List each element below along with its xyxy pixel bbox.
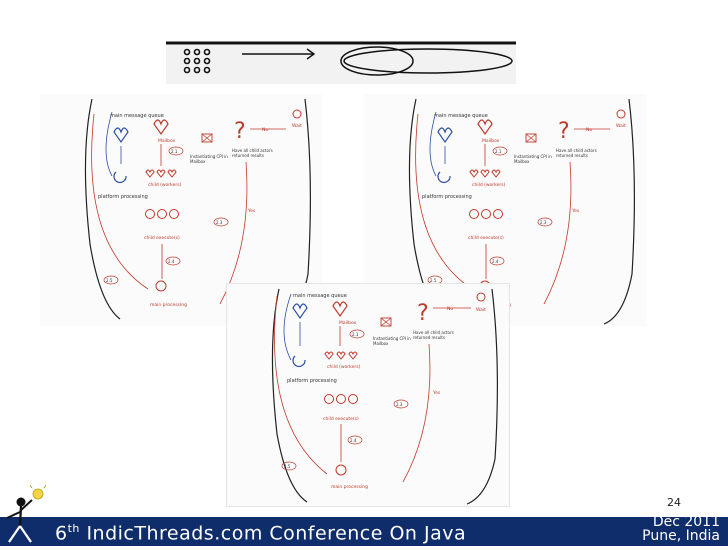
ordinal-suffix: th: [67, 522, 80, 535]
step-23-label: 2.3: [216, 220, 223, 225]
mailbox-icon: [380, 317, 392, 327]
no-label: No: [447, 306, 453, 312]
flow-diagram-center: main message queue platform processing M…: [227, 284, 509, 506]
child-workers-label: child (workers): [327, 364, 361, 370]
platform-label: platform processing: [287, 378, 337, 384]
step-24-label: 2.4: [350, 438, 357, 443]
actor-group-icon: [183, 48, 211, 74]
step-25-label: 2.5: [284, 464, 291, 469]
yes-label: Yes: [432, 390, 441, 396]
mailbox-icon: [201, 133, 213, 143]
loop-icon: [292, 355, 306, 368]
platform-label: platform processing: [422, 194, 472, 200]
child-results-label: child execute(s): [144, 235, 180, 241]
main-queue-label: main message queue: [293, 293, 347, 299]
wait-label: Wait: [476, 307, 486, 313]
main-queue-label: main message queue: [434, 113, 488, 119]
wait-label: Wait: [292, 123, 302, 129]
stop-icon: [292, 109, 302, 119]
child-results-label: child execute(s): [323, 416, 359, 422]
step-21-label: 2.1: [495, 149, 502, 154]
date-line: Dec 2011: [652, 514, 720, 530]
conference-name: IndicThreads.com Conference On Java: [86, 522, 467, 545]
await-line1: Have all child actors: [232, 148, 273, 153]
instantiating-line1: Instantiating CPI in: [373, 336, 411, 341]
step-23-label: 2.3: [396, 402, 403, 407]
step-21-label: 2.1: [171, 149, 178, 154]
instantiating-line1: Instantiating CPI in: [514, 154, 552, 159]
loop-icon: [113, 171, 127, 184]
child-results-label: child execute(s): [468, 235, 504, 241]
child-workers-label: child (workers): [148, 182, 182, 188]
main-processing-label: main processing: [150, 302, 187, 308]
queue-icon: [113, 127, 129, 144]
mailbox-label: Mailbox: [339, 320, 357, 326]
yes-label: Yes: [247, 208, 256, 214]
queue-icon: [437, 127, 453, 144]
yes-label: Yes: [571, 208, 580, 214]
await-line1: Have all child actors: [413, 330, 454, 335]
await-line2: returned results: [413, 335, 445, 340]
question-icon: ?: [234, 119, 246, 144]
instantiating-line2: Mailbox: [190, 159, 206, 164]
step-23-label: 2.3: [540, 220, 547, 225]
await-line1: Have all child actors: [556, 148, 597, 153]
instantiating-line1: Instantiating CPI in: [190, 154, 228, 159]
platform-label: platform processing: [98, 194, 148, 200]
mailbox-label: Mailbox: [158, 138, 176, 144]
footer-bar: [0, 517, 728, 546]
header-sketch: [166, 40, 516, 84]
child-workers-label: child (workers): [472, 182, 506, 188]
stick-figure-logo-icon: [2, 484, 52, 546]
step-21-label: 2.1: [352, 332, 359, 337]
await-line2: returned results: [556, 153, 588, 158]
instantiating-line2: Mailbox: [514, 159, 530, 164]
footer-date: Dec 2011 Pune, India: [642, 515, 720, 543]
queue-icon: [292, 303, 308, 320]
question-icon: ?: [558, 119, 570, 144]
stop-icon: [476, 292, 486, 302]
step-25-label: 2.5: [106, 278, 113, 283]
step-24-label: 2.4: [492, 259, 499, 264]
main-processing-label: main processing: [331, 484, 368, 490]
ellipse-icon: [340, 46, 513, 76]
loop-icon: [437, 171, 451, 184]
step-25-label: 2.5: [430, 278, 437, 283]
wait-label: Wait: [616, 123, 626, 129]
mailbox-icon: [525, 133, 537, 143]
question-icon: ?: [417, 301, 429, 326]
page-number: 24: [667, 496, 681, 509]
no-label: No: [262, 127, 268, 133]
no-label: No: [586, 127, 592, 133]
await-line2: returned results: [232, 153, 264, 158]
stop-icon: [616, 109, 626, 119]
header-sketch-graphic: [166, 41, 516, 84]
mailbox-label: Mailbox: [482, 138, 500, 144]
location-line: Pune, India: [642, 528, 720, 544]
ordinal-number: 6: [55, 522, 68, 545]
arrow-right-icon: [242, 48, 316, 60]
step-24-label: 2.4: [168, 259, 175, 264]
instantiating-line2: Mailbox: [373, 341, 389, 346]
main-queue-label: main message queue: [110, 113, 164, 119]
conference-title: 6th IndicThreads.com Conference On Java: [55, 522, 466, 544]
